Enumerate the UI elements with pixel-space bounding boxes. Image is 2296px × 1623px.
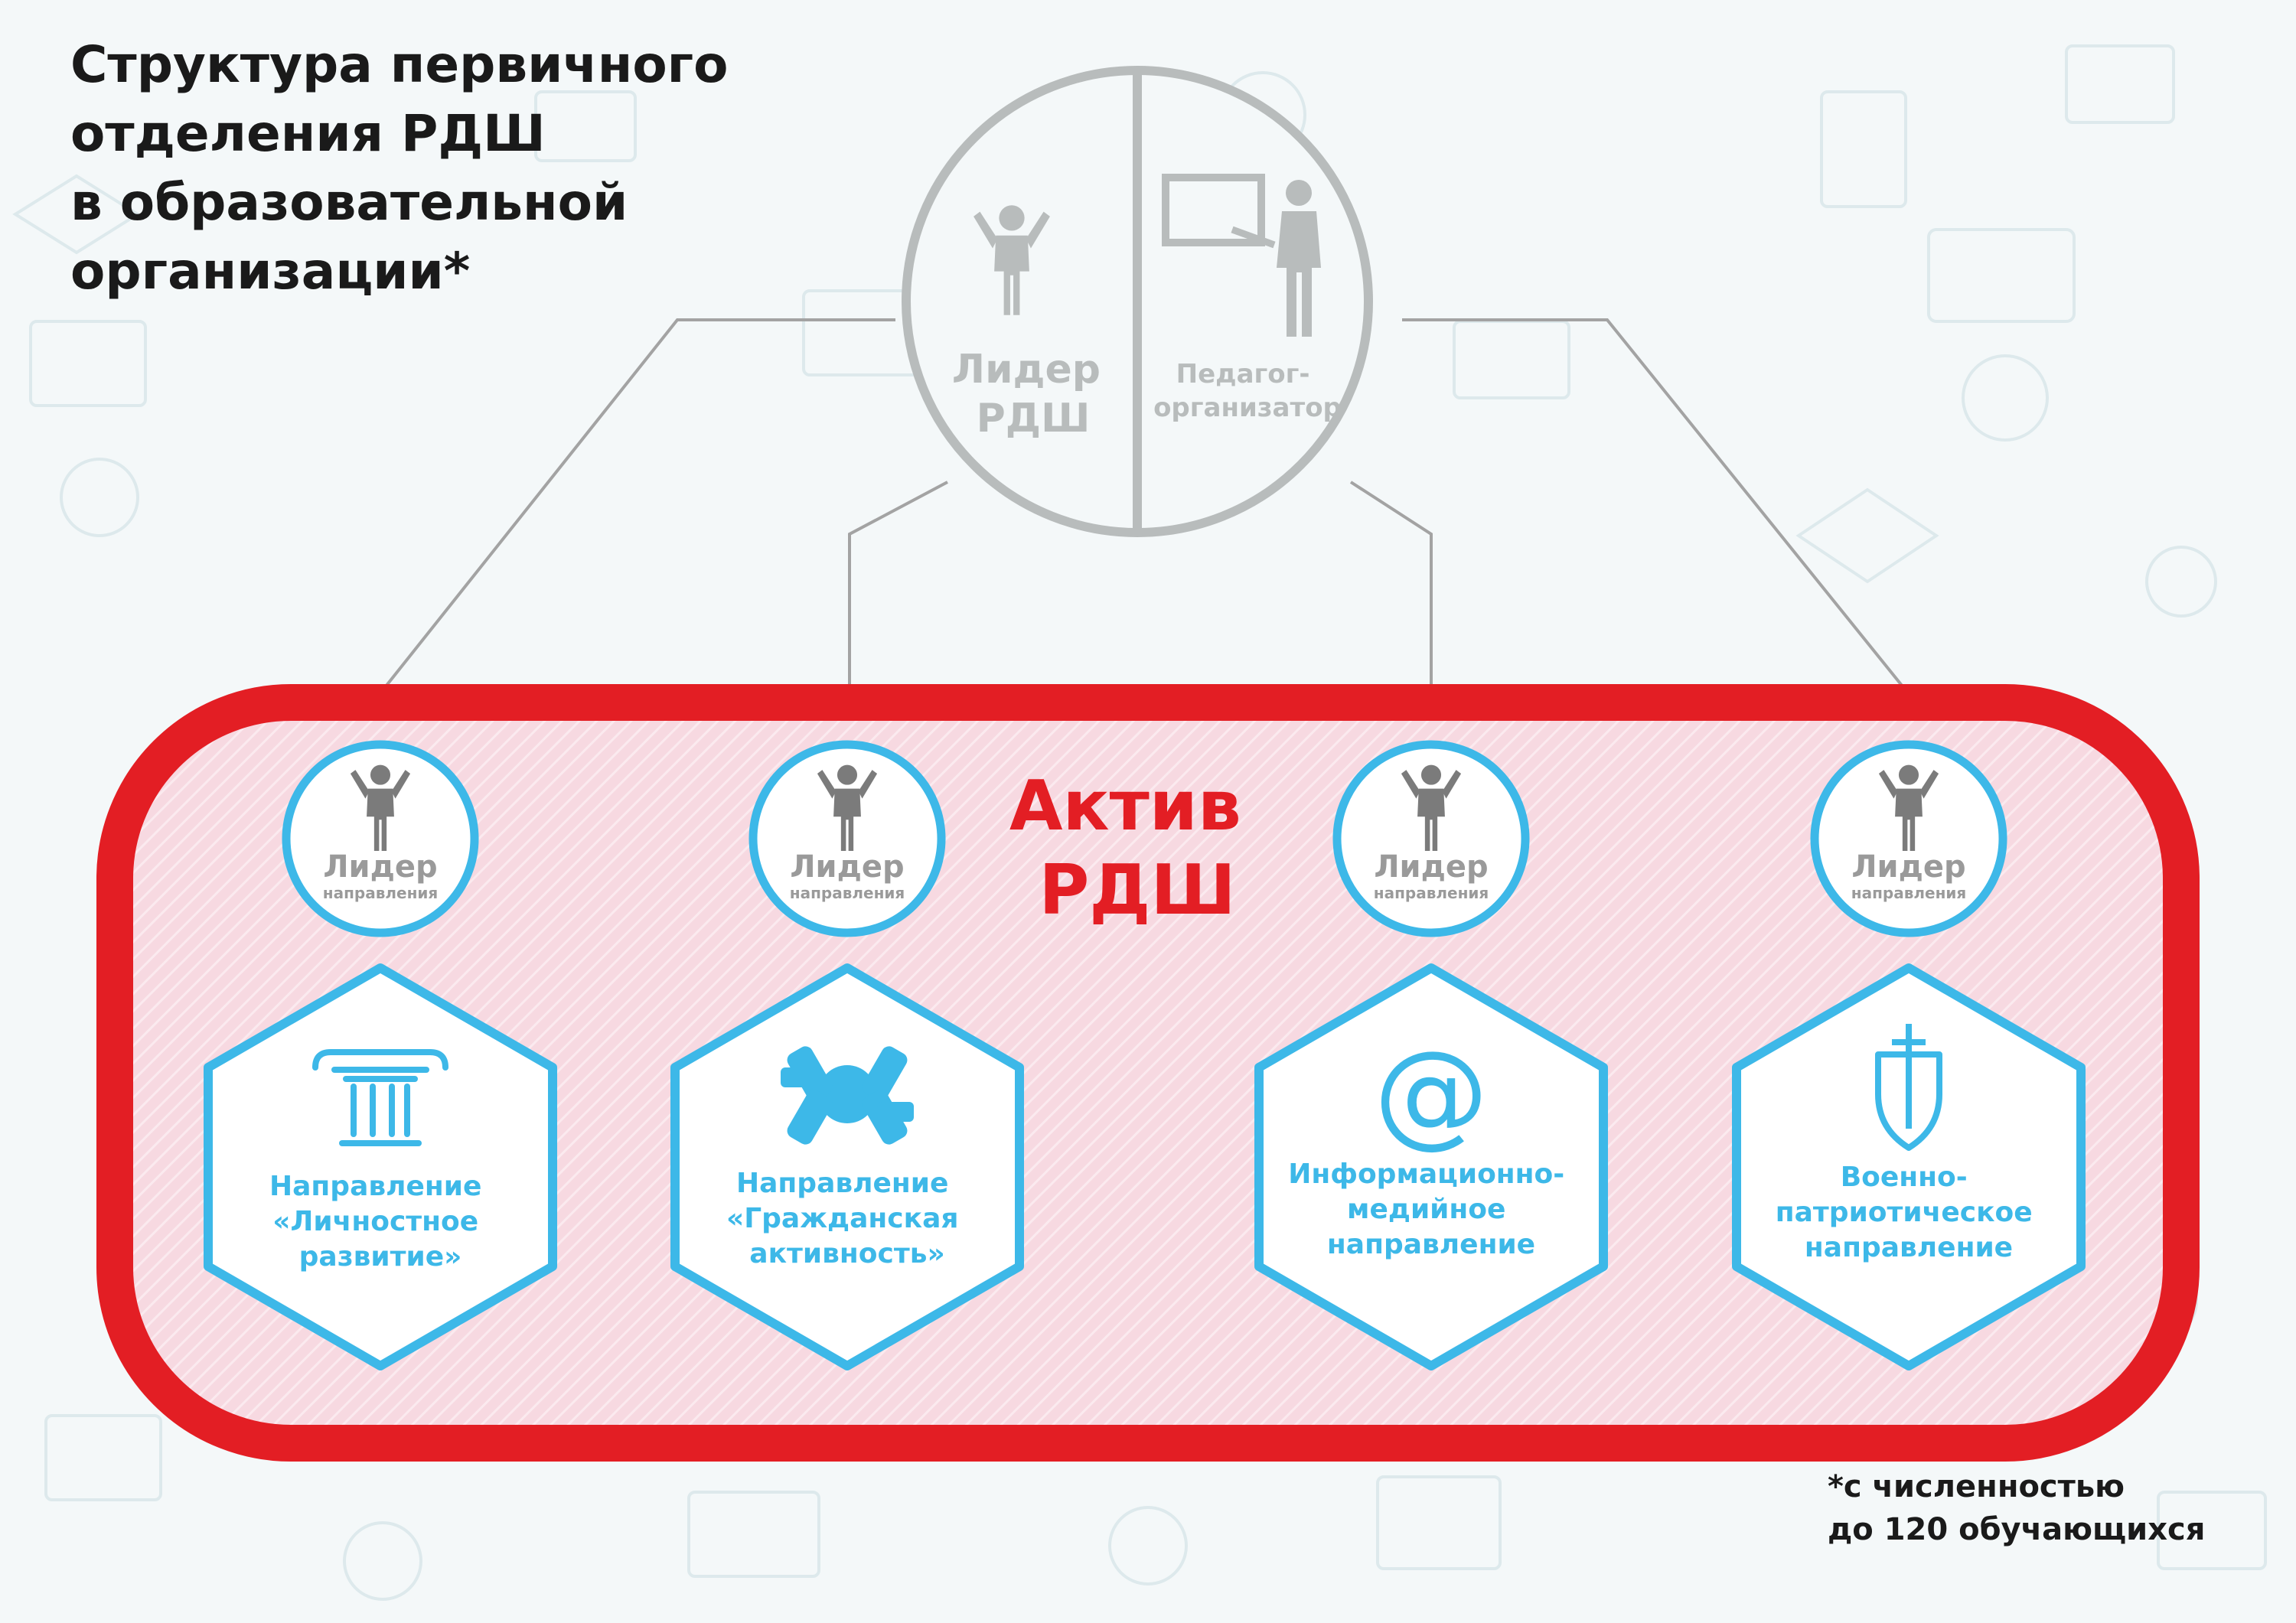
leader-rdsh-label: Лидер РДШ <box>952 347 1114 442</box>
title-line: в образовательной <box>70 173 628 232</box>
leader-badge-title: Лидер <box>1851 849 1965 885</box>
footnote-line: *с численностью <box>1828 1469 2125 1504</box>
activ-panel: Актив РДШ <box>96 684 2200 1462</box>
direction-info-media: @ Информационно- медийное направление <box>1254 963 1608 1370</box>
title-line: организации* <box>70 242 471 301</box>
leadership-circle: Лидер РДШ Педагог- организатор <box>902 66 1373 537</box>
direction-military-patriotic: Военно- патриотическое направление <box>1732 963 2086 1370</box>
column-icon <box>312 1049 448 1146</box>
leader-badge-title: Лидер <box>790 849 904 885</box>
activ-label: Актив РДШ <box>1009 766 1265 930</box>
direction-label: Военно- патриотическое направление <box>1776 1162 2042 1263</box>
title-line: Структура первичного <box>70 35 729 94</box>
title-line: отделения РДШ <box>70 104 546 163</box>
leader-badge-subtitle: направления <box>323 884 439 902</box>
teacher-organizer-label: Педагог- организатор <box>1153 359 1342 423</box>
direction-personal-development: Направление «Личностное развитие» <box>204 963 557 1370</box>
joined-hands-icon <box>781 1046 914 1145</box>
leader-badge-title: Лидер <box>323 849 437 885</box>
leader-badge-title: Лидер <box>1374 849 1488 885</box>
footnote-line: до 120 обучающихся <box>1828 1512 2206 1547</box>
direction-leader-2: Лидер направления <box>748 740 946 937</box>
leader-badge-subtitle: направления <box>1374 884 1489 902</box>
direction-label: Направление «Гражданская активность» <box>726 1168 968 1269</box>
at-sign-icon: @ <box>1374 1027 1489 1160</box>
direction-leader-3: Лидер направления <box>1332 740 1530 937</box>
direction-civic-activity: Направление «Гражданская активность» <box>670 963 1024 1370</box>
direction-leader-1: Лидер направления <box>282 740 479 937</box>
direction-label: Информационно- медийное направление <box>1288 1159 1574 1260</box>
direction-leader-4: Лидер направления <box>1810 740 2007 937</box>
teacher-at-board-icon <box>1162 174 1321 337</box>
direction-label: Направление «Личностное развитие» <box>269 1171 491 1273</box>
leader-badge-subtitle: направления <box>790 884 905 902</box>
leader-badge-subtitle: направления <box>1851 884 1967 902</box>
page-title: Структура первичного отделения РДШ в обр… <box>70 31 728 306</box>
footnote: *с численностью до 120 обучающихся <box>1828 1465 2205 1551</box>
shield-sword-icon <box>1875 1024 1942 1151</box>
